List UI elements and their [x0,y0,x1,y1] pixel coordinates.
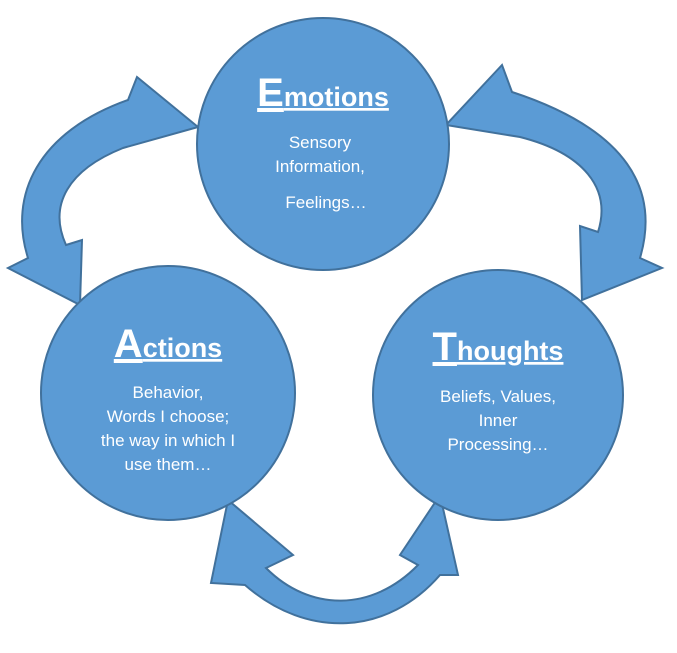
thoughts-node: Thoughts Beliefs, Values, Inner Processi… [372,269,624,521]
actions-line-4: use them… [125,455,212,474]
actions-circle [40,265,296,521]
actions-line-3: the way in which I [101,431,235,450]
emotions-line-3: Feelings… [285,193,366,212]
arrow-emotions-to-actions [5,75,201,307]
thoughts-line-2: Inner [479,411,518,430]
thoughts-title: Thoughts [433,325,564,369]
arrow-thoughts-to-emotions [443,63,665,302]
actions-line-2: Words I choose; [107,407,230,426]
arrow-actions-thoughts [209,492,460,625]
thoughts-line-1: Beliefs, Values, [440,387,556,406]
emotions-line-2: Information, [275,157,365,176]
actions-line-1: Behavior, [133,383,204,402]
thoughts-circle [372,269,624,521]
actions-title: Actions [114,322,222,366]
emotions-line-1: Sensory [289,133,352,152]
emotions-circle [196,17,450,271]
emotions-node: Emotions Sensory Information, Feelings… [196,17,450,271]
emotions-title: Emotions [257,71,389,115]
thoughts-line-3: Processing… [447,435,548,454]
actions-node: Actions Behavior, Words I choose; the wa… [40,265,296,521]
